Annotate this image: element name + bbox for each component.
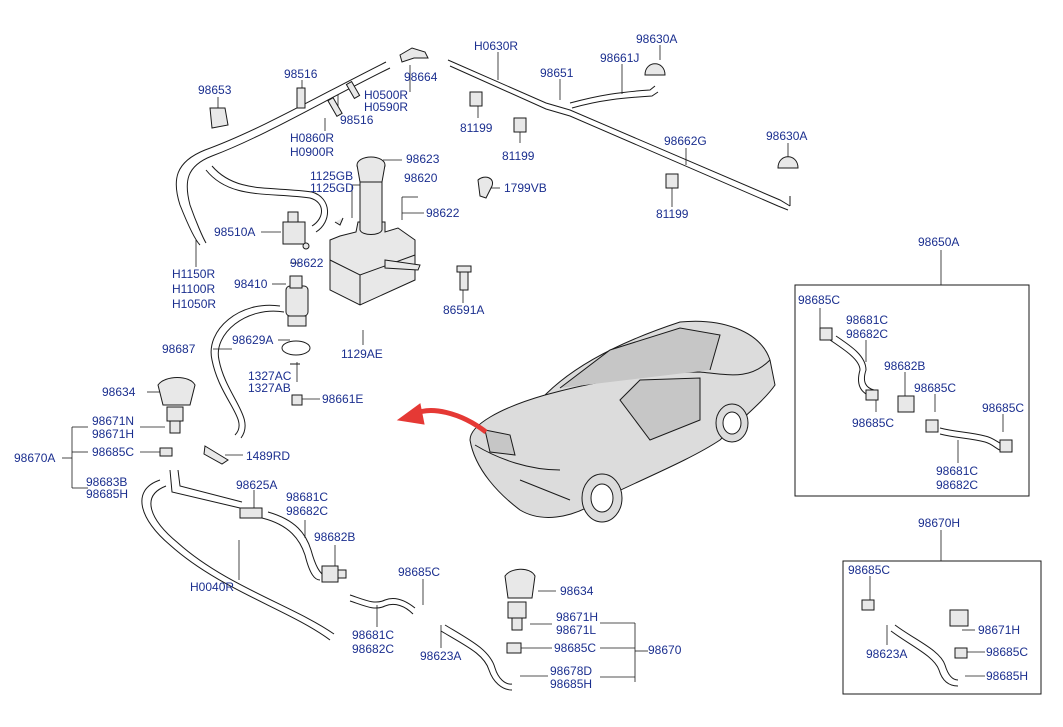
hose-main-upper (175, 61, 391, 246)
label-98682c-b: 98682C (352, 642, 395, 656)
hose-h0630 (447, 59, 791, 211)
label-98683b: 98683B (86, 475, 128, 489)
label-98682c-d: 98682C (936, 478, 979, 492)
detail-box-98650a (794, 284, 1030, 497)
label-98681c-d: 98681C (936, 464, 979, 478)
label-98510a: 98510A (214, 225, 256, 239)
label-98685h-b: 98685H (550, 677, 593, 691)
label-98625a: 98625A (236, 478, 278, 492)
detail-box-98670h (842, 560, 1042, 695)
label-98634-a: 98634 (102, 385, 136, 399)
label-1799vb: 1799VB (504, 181, 547, 195)
label-98516: 98516 (340, 113, 374, 127)
label-98685c-g: 98685C (852, 416, 895, 430)
label-h0040r: H0040R (190, 580, 235, 594)
label-98671h-a: 98671H (92, 427, 135, 441)
label-98630a: 98630A (766, 129, 808, 143)
label-98671l: 98671L (556, 623, 597, 637)
label-98671h-c: 98671H (978, 623, 1021, 637)
hose-98687 (210, 304, 285, 439)
hose-detail-h (890, 624, 959, 687)
label-98685c-e: 98685C (914, 381, 957, 395)
label-98651: 98651 (540, 66, 574, 80)
label-98685c-c: 98685C (554, 641, 597, 655)
label-81199-b: 81199 (502, 149, 535, 163)
label-h0500r: H0500R (364, 88, 409, 102)
label-98662g: 98662G (664, 134, 707, 148)
label-h0630r: H0630R (474, 39, 519, 53)
label-81199-c: 81199 (656, 207, 689, 221)
label-98685h-a: 98685H (86, 487, 129, 501)
label-98685c-i: 98685C (986, 645, 1029, 659)
label-98670h: 98670H (918, 516, 961, 530)
label-98670: 98670 (648, 643, 682, 657)
label-1489rd: 1489RD (246, 449, 291, 463)
label-86591a: 86591A (443, 303, 485, 317)
label-98620: 98620 (404, 171, 438, 185)
label-98623a-a: 98623A (420, 649, 462, 663)
label-98623a-b: 98623A (866, 647, 908, 661)
label-98650a: 98650A (918, 235, 960, 249)
label-98685c-b: 98685C (398, 565, 441, 579)
hose-h0040 (141, 469, 335, 641)
label-98681c-b: 98681C (352, 628, 395, 642)
leader-lines (62, 45, 1004, 682)
label-98685c-a: 98685C (92, 445, 135, 459)
label-1327ac: 1327AC (248, 369, 292, 383)
label-98682b-a: 98682B (314, 530, 356, 544)
label-98687: 98687 (162, 342, 196, 356)
label-98634-b: 98634 (560, 584, 594, 598)
label-98622-a: 98622 (426, 206, 460, 220)
label-98661j: 98661J (600, 51, 640, 65)
label-98623: 98623 (406, 152, 440, 166)
label-98630a-top: 98630A (636, 32, 678, 46)
label-98670a: 98670A (14, 451, 56, 465)
label-98671n: 98671N (92, 414, 135, 428)
label-98685c-f: 98685C (982, 401, 1025, 415)
label-98682b-b: 98682B (884, 359, 926, 373)
label-98685c-d: 98685C (798, 293, 841, 307)
label-98653: 98653 (198, 83, 232, 97)
label-98685c-h: 98685C (848, 563, 891, 577)
label-98681c-a: 98681C (286, 490, 329, 504)
label-98410: 98410 (234, 277, 268, 291)
washer-pump (281, 275, 311, 406)
label-98629a: 98629A (232, 333, 274, 347)
label-98622-b: 98622 (290, 256, 324, 270)
red-arrow (396, 403, 488, 434)
label-1327ab: 1327AB (248, 381, 291, 395)
label-98661e: 98661E (322, 392, 364, 406)
sedan-car (469, 320, 776, 523)
label-98671h-b: 98671H (556, 610, 599, 624)
label-1125gb: 1125GB (310, 169, 354, 183)
label-98516-top: 98516 (284, 67, 318, 81)
label-98678d: 98678D (550, 664, 593, 678)
label-1125gd: 1125GD (310, 181, 354, 195)
label-1129ae: 1129AE (341, 347, 383, 361)
label-81199-a: 81199 (460, 121, 493, 135)
label-98681c-c: 98681C (846, 313, 889, 327)
hose-lower-right (349, 594, 513, 691)
label-h0590r: H0590R (364, 100, 409, 114)
washer-reservoir (329, 156, 421, 306)
label-h1050r: H1050R (172, 297, 217, 311)
small-parts (157, 47, 1013, 659)
label-h0860r: H0860R (290, 131, 335, 145)
label-h1150r: H1150R (172, 267, 216, 281)
label-98685h-c: 98685H (986, 669, 1029, 683)
label-h0900r: H0900R (290, 145, 335, 159)
label-h1100r: H1100R (172, 282, 216, 296)
label-98682c-c: 98682C (846, 327, 889, 341)
label-98664: 98664 (404, 70, 438, 84)
label-98682c-a: 98682C (286, 504, 329, 518)
